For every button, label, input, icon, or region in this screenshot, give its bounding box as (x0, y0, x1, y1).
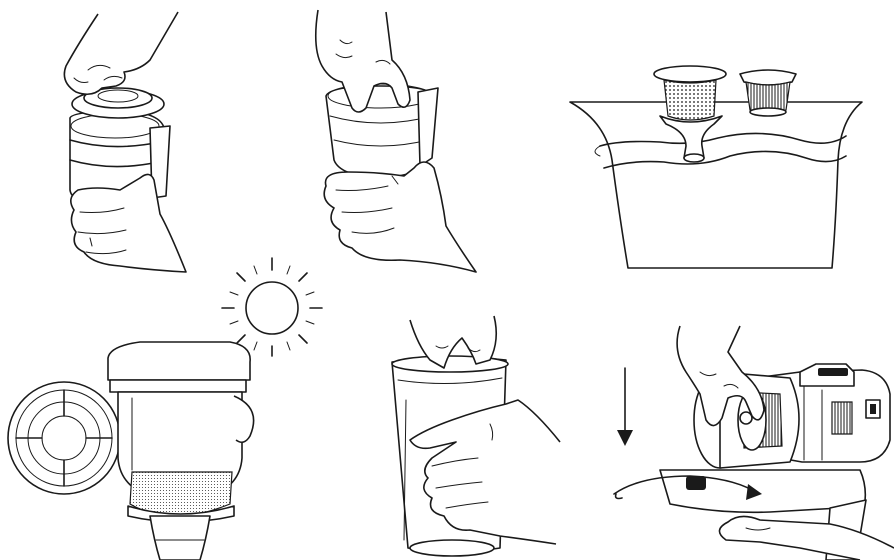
panel-rinse-in-water (570, 66, 862, 268)
cyclone-filter (108, 342, 254, 560)
panel-empty-cup (392, 316, 560, 556)
arrow-down-icon (617, 368, 633, 446)
panel-remove-filter (64, 12, 186, 272)
panel-separate-filter (316, 10, 476, 272)
hand-icon (324, 162, 476, 272)
sun-icon (222, 258, 322, 356)
panel-reattach-cup (614, 326, 894, 560)
hand-icon (64, 12, 178, 94)
panel-sun-dry (8, 258, 322, 560)
hand-icon (71, 174, 186, 272)
filter-disc (8, 382, 120, 494)
hand-icon (719, 516, 894, 560)
water-basin-icon (570, 102, 862, 268)
